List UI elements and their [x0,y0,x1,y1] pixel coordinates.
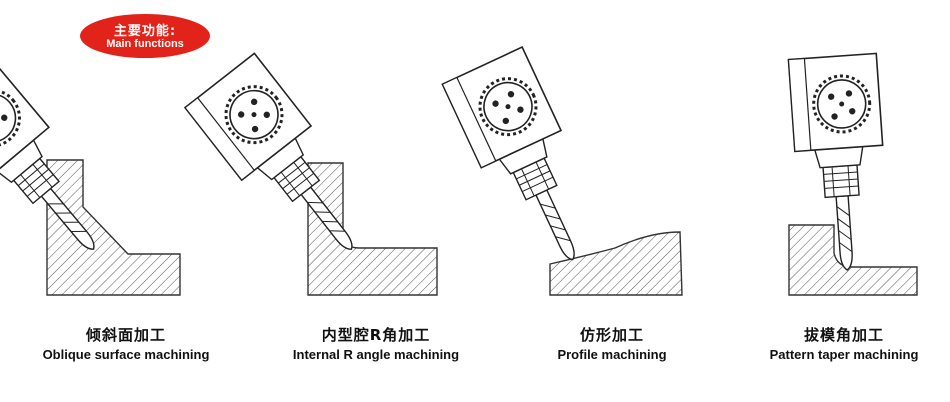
pattern-taper-illustration [786,51,918,296]
caption-en: Profile machining [557,347,667,362]
caption-cn: 倾斜面加工 [85,326,166,344]
caption-cn: 仿形加工 [579,326,644,344]
badge-title-en: Main functions [106,38,184,50]
oblique-surface-illustration [0,55,181,296]
caption-cn: 内型腔R角加工 [321,326,431,344]
caption-cn: 拔模角加工 [803,326,884,344]
caption-oblique: 倾斜面加工 Oblique surface machining [20,324,232,362]
caption-pattern-taper: 拔模角加工 Pattern taper machining [738,324,950,362]
caption-en: Oblique surface machining [42,347,210,362]
caption-en: Internal R angle machining [292,347,460,362]
main-functions-badge: 主要功能: Main functions [80,14,210,58]
caption-internal-r: 内型腔R角加工 Internal R angle machining [270,324,482,362]
caption-en: Pattern taper machining [769,347,919,362]
profile-machining-illustration [440,45,683,296]
badge-title-cn: 主要功能: [113,24,177,39]
internal-r-angle-illustration [183,51,438,296]
caption-profile: 仿形加工 Profile machining [506,324,718,362]
